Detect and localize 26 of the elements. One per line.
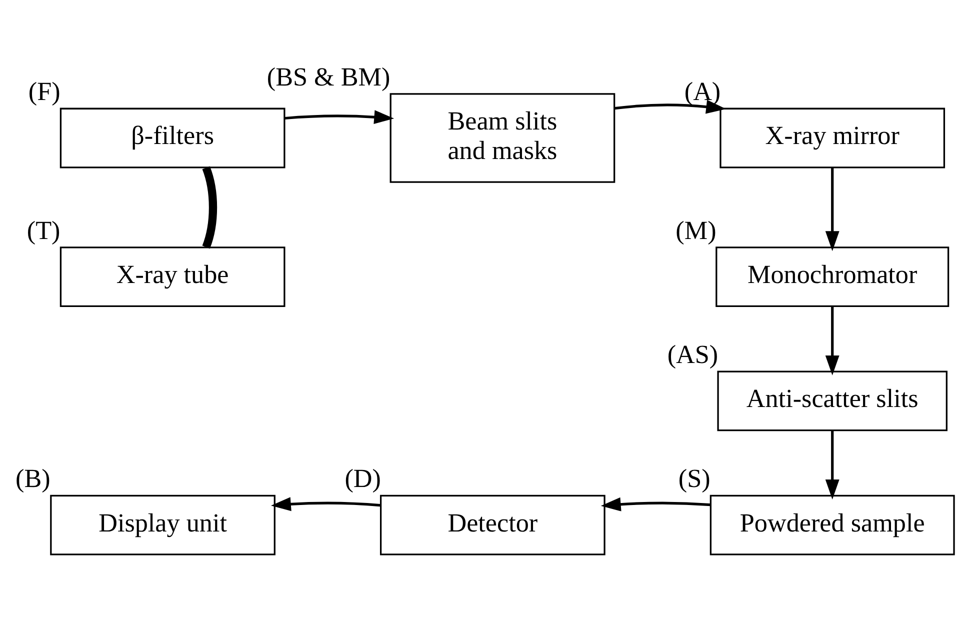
arrow (600, 497, 711, 512)
arrow (614, 100, 726, 114)
node-box: Beam slits and masks (390, 93, 616, 183)
node-box: Monochromator (716, 246, 950, 308)
node-box: Display unit (50, 494, 276, 556)
arrow (270, 497, 380, 512)
node-box: Detector (380, 494, 606, 556)
node-label: (A) (684, 77, 721, 106)
node-box: Powdered sample (710, 494, 955, 556)
arrow (825, 306, 840, 376)
node-box: X-ray mirror (720, 108, 946, 168)
arrow (825, 430, 840, 500)
node-label: (S) (678, 464, 710, 494)
node-label: (BS & BM) (266, 62, 390, 92)
node-label: (AS) (667, 340, 718, 370)
arrow (284, 110, 394, 124)
connector (202, 166, 218, 248)
node-box: X-ray tube (60, 246, 286, 308)
node-label: (B) (16, 464, 50, 494)
node-label: (M) (676, 216, 716, 245)
node-box: β-filters (60, 108, 286, 168)
node-label: (F) (28, 77, 60, 106)
node-box: Anti-scatter slits (717, 370, 948, 432)
arrow (825, 168, 840, 252)
node-label: (D) (344, 464, 381, 494)
node-label: (T) (26, 216, 60, 245)
